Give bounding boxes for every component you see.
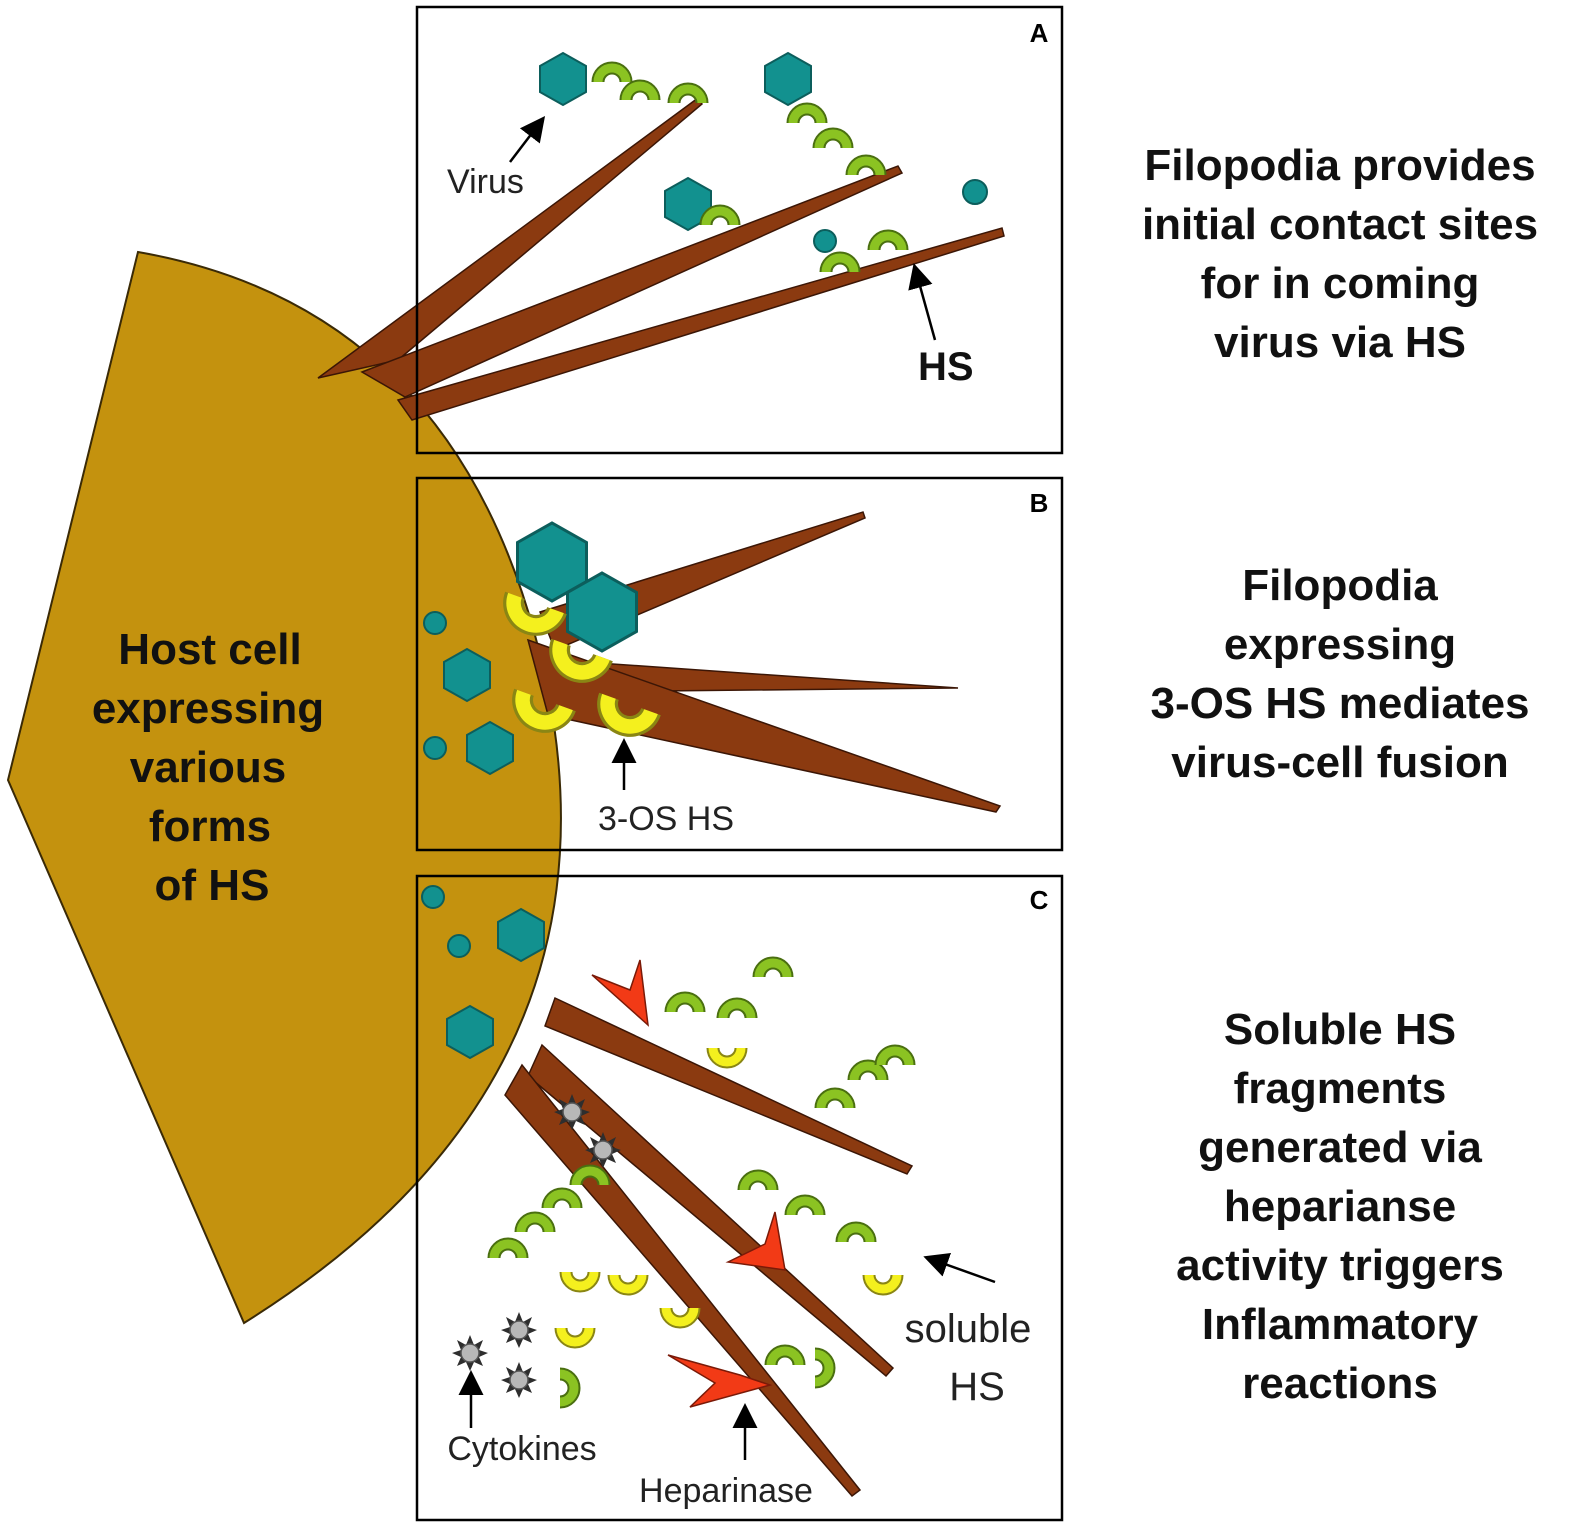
caption-a-line-1: Filopodia provides (1144, 141, 1536, 190)
filopodia-a (317, 96, 1005, 421)
panel-letter-c: C (1030, 885, 1049, 915)
panel-c-cytokines (451, 1093, 622, 1399)
caption-c-line-4: heparianse (1223, 1182, 1457, 1231)
caption-c-line-2: fragments (1233, 1064, 1447, 1113)
caption-b-line-3: 3-OS HS mediates (1150, 679, 1530, 728)
caption-c-line-6: Inflammatory (1201, 1300, 1479, 1349)
panel-letter-b: B (1030, 488, 1049, 518)
caption-a-line-3: for in coming (1200, 259, 1480, 308)
caption-panel-b: Filopodia expressing 3-OS HS mediates vi… (1100, 556, 1580, 792)
host-cell-line-3: various (130, 743, 287, 792)
panel-c-viruses (421, 885, 545, 1059)
caption-c-line-5: activity triggers (1176, 1241, 1504, 1290)
caption-c-line-1: Soluble HS (1223, 1005, 1457, 1054)
host-cell-line-2: expressing (92, 684, 324, 733)
caption-panel-c: Soluble HS fragments generated via hepar… (1100, 1000, 1580, 1413)
caption-b-line-4: virus-cell fusion (1171, 738, 1509, 787)
panel-b-box (415, 476, 1064, 852)
panel-b-viruses (423, 521, 638, 775)
label-hs: HS (918, 345, 974, 389)
panel-letter-a: A (1030, 18, 1049, 48)
caption-c-line-3: generated via (1198, 1123, 1482, 1172)
host-cell-line-4: forms (149, 802, 271, 851)
panel-a-box (415, 5, 1064, 455)
label-soluble: soluble (905, 1307, 1032, 1351)
host-cell-line-5: of HS (155, 861, 270, 910)
panel-c-heparinase (591, 959, 786, 1408)
caption-c-line-7: reactions (1242, 1359, 1438, 1408)
caption-panel-a: Filopodia provides initial contact sites… (1100, 136, 1580, 372)
label-arrows (458, 116, 996, 1460)
label-3os-hs: 3-OS HS (598, 800, 734, 838)
label-soluble-hs: HS (949, 1365, 1005, 1409)
label-virus: Virus (447, 163, 524, 201)
caption-b-line-2: expressing (1223, 620, 1457, 669)
panel-c-box (415, 874, 1064, 1522)
label-heparinase: Heparinase (639, 1472, 813, 1510)
host-cell-label: Host cell expressing various forms of HS (92, 625, 324, 910)
panel-a-viruses (539, 52, 988, 253)
caption-a-line-4: virus via HS (1214, 318, 1466, 367)
caption-a-line-2: initial contact sites (1141, 200, 1539, 249)
label-cytokines: Cytokines (447, 1430, 596, 1468)
caption-b-line-1: Filopodia (1242, 561, 1438, 610)
host-cell-line-1: Host cell (118, 625, 301, 674)
